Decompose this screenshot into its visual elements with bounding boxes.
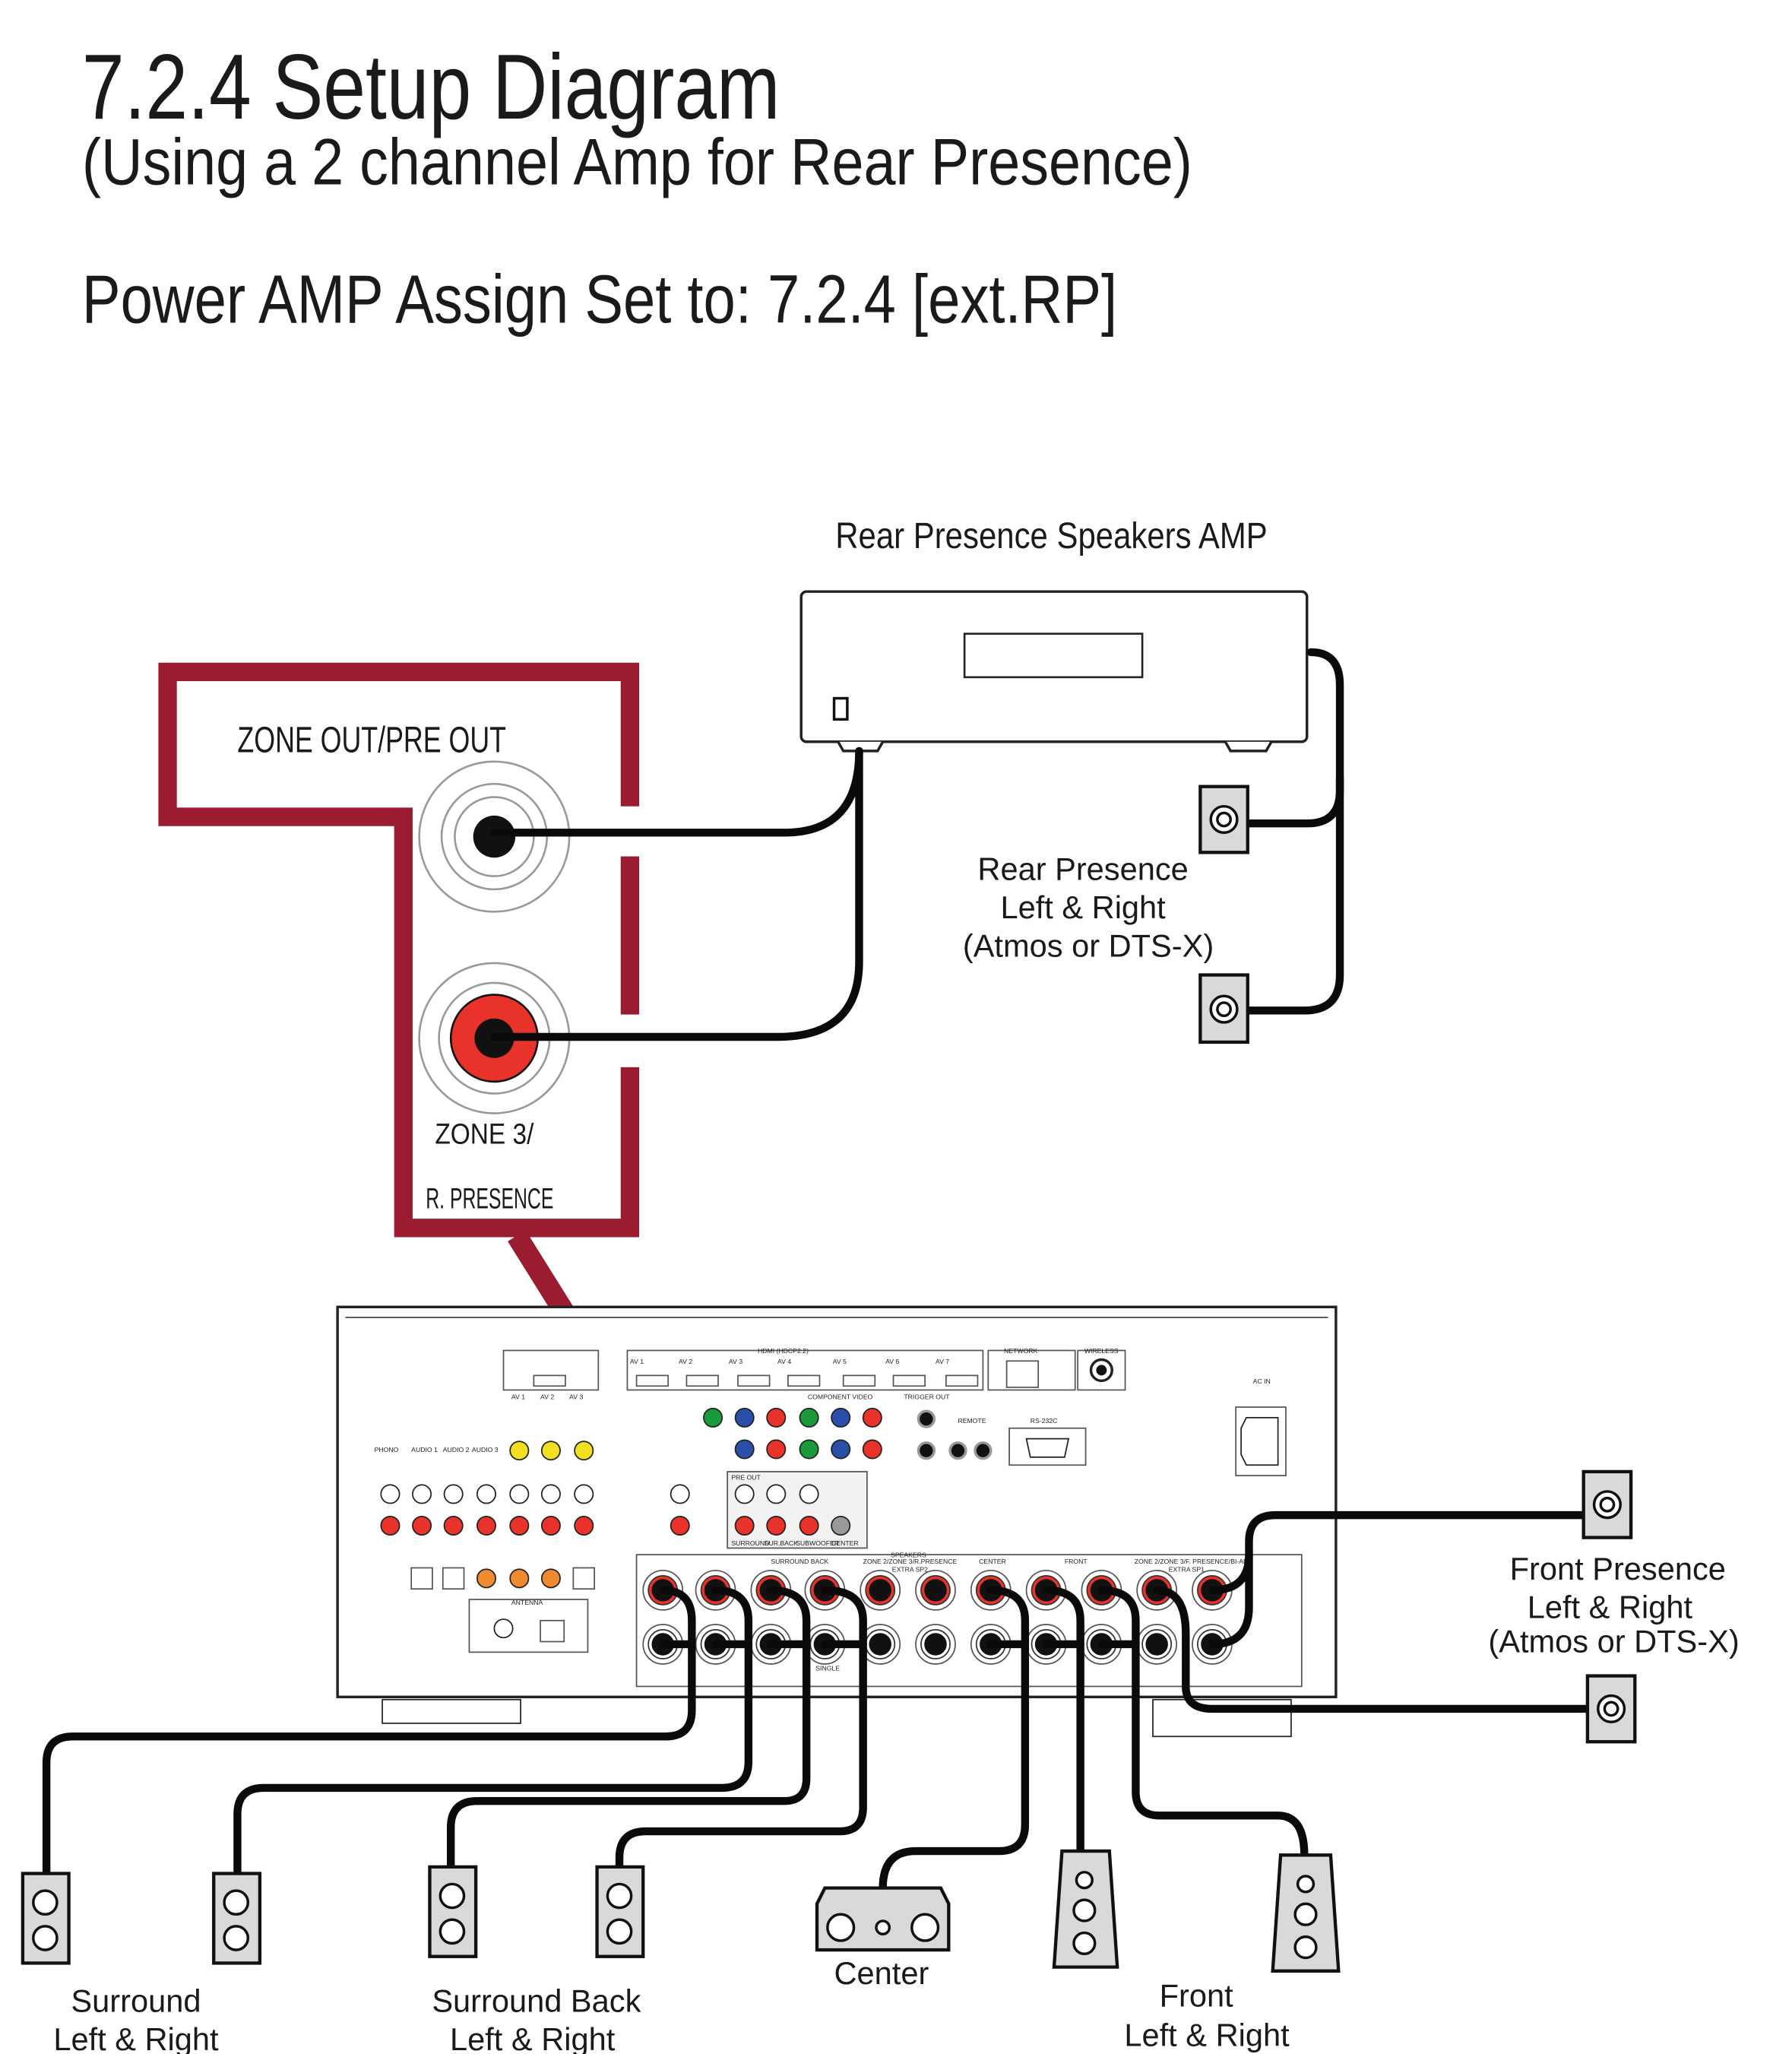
speaker-group-surround-back: SURROUND BACK <box>771 1558 828 1565</box>
front-label: Front <box>1160 1978 1233 2014</box>
wireless-label: WIRELESS <box>1084 1347 1119 1355</box>
front-sub: Left & Right <box>1124 2018 1290 2053</box>
rear-presence-speaker-right <box>1198 785 1249 854</box>
pre-out-center: CENTER <box>831 1539 859 1547</box>
surround-back-speaker-left <box>428 1865 478 1958</box>
extra-sp2-label: EXTRA SP2 <box>892 1566 928 1574</box>
speaker-terminal-minus <box>860 1624 901 1665</box>
remote-label: REMOTE <box>958 1417 986 1425</box>
speaker-group-center: CENTER <box>979 1558 1006 1565</box>
center-speaker <box>815 1886 951 1952</box>
audio1-label: AUDIO 1 <box>411 1446 438 1453</box>
jack-label-2: R. PRESENCE <box>426 1182 553 1215</box>
surround-back-speaker-right <box>595 1865 645 1958</box>
surround-sub: Left & Right <box>53 2021 219 2054</box>
antenna-label: ANTENNA <box>511 1599 543 1606</box>
center-label: Center <box>834 1955 929 1991</box>
hdmi-av4: AV 4 <box>777 1358 791 1365</box>
pre-out-surround: SURROUND <box>731 1539 769 1547</box>
page-title: 7.2.4 Setup Diagram <box>82 35 780 138</box>
component-video-label: COMPONENT VIDEO <box>808 1393 873 1401</box>
analog-audio-jacks <box>380 1441 595 1590</box>
surround-back-label: Surround Back <box>432 1983 641 2019</box>
trigger-out-label: TRIGGER OUT <box>904 1393 950 1401</box>
audio2-label: AUDIO 2 <box>443 1446 470 1453</box>
av3-label: AV 3 <box>569 1393 583 1401</box>
front-presence-note: (Atmos or DTS-X) <box>1488 1623 1739 1659</box>
hdmi-av6: AV 6 <box>885 1358 899 1365</box>
jack-label: ZONE 3/ <box>435 1117 533 1150</box>
single-label: SINGLE <box>815 1665 840 1672</box>
front-speaker-right <box>1052 1849 1119 1969</box>
surround-speaker-left <box>21 1872 71 1965</box>
amp-label: Rear Presence Speakers AMP <box>835 515 1267 556</box>
speaker-terminal-minus <box>1136 1624 1178 1665</box>
hdmi-label: HDMI (HDCP2.2) <box>758 1347 809 1355</box>
callout-title: ZONE OUT/PRE OUT <box>237 720 506 761</box>
front-presence-sub: Left & Right <box>1528 1589 1693 1624</box>
rca-jack-white <box>418 760 571 913</box>
speaker-terminal-minus <box>915 1624 956 1665</box>
front-presence-speaker-right <box>1585 1674 1637 1744</box>
phono-label: PHONO <box>375 1446 399 1453</box>
hdmi-av3: AV 3 <box>729 1358 742 1365</box>
speaker-group-rpresence: ZONE 2/ZONE 3/R.PRESENCE <box>863 1558 958 1565</box>
speaker-terminal-plus <box>860 1570 901 1611</box>
amp-assign-setting: Power AMP Assign Set to: 7.2.4 [ext.RP] <box>82 262 1117 338</box>
surround-back-sub: Left & Right <box>450 2021 616 2054</box>
extra-sp1-label: EXTRA SP1 <box>1169 1566 1205 1574</box>
page-subtitle: (Using a 2 channel Amp for Rear Presence… <box>82 126 1192 199</box>
front-presence-speaker-left <box>1581 1469 1633 1539</box>
speaker-terminal-plus <box>915 1570 956 1611</box>
audio3-label: AUDIO 3 <box>472 1446 499 1453</box>
rear-presence-note: (Atmos or DTS-X) <box>963 927 1214 963</box>
ac-in-label: AC IN <box>1253 1377 1271 1385</box>
pre-out-label: PRE OUT <box>731 1473 761 1481</box>
front-presence-label: Front Presence <box>1510 1551 1726 1586</box>
speaker-group-front: FRONT <box>1065 1558 1088 1565</box>
front-speaker-left <box>1271 1853 1341 1973</box>
speakers-label: SPEAKERS <box>891 1552 926 1559</box>
power-amp <box>799 590 1309 753</box>
hdmi-av7: AV 7 <box>936 1358 949 1365</box>
surround-label: Surround <box>71 1983 201 2019</box>
component-jacks <box>703 1407 882 1460</box>
hdmi-av5: AV 5 <box>833 1358 847 1365</box>
network-label: NETWORK <box>1004 1347 1037 1355</box>
hdmi-av1: AV 1 <box>630 1358 644 1365</box>
av2-label: AV 2 <box>540 1393 554 1401</box>
pre-out-subwoofer: SUBWOOFER <box>796 1539 839 1547</box>
surround-speaker-right <box>212 1872 262 1965</box>
rear-presence-sub: Left & Right <box>1000 889 1166 925</box>
rear-presence-speaker-left <box>1198 973 1249 1044</box>
hdmi-av2: AV 2 <box>679 1358 692 1365</box>
rs232c-label: RS-232C <box>1031 1417 1058 1425</box>
pre-out-surback: SUR.BACK <box>765 1539 798 1547</box>
rear-presence-label: Rear Presence <box>977 851 1188 887</box>
speaker-group-fpresence: ZONE 2/ZONE 3/F. PRESENCE/BI-AMP <box>1135 1558 1254 1565</box>
hdmi-ports: AV 1 AV 2 AV 3 AV 4 AV 5 AV 6 AV 7 <box>533 1358 979 1387</box>
av1-label: AV 1 <box>511 1393 525 1401</box>
